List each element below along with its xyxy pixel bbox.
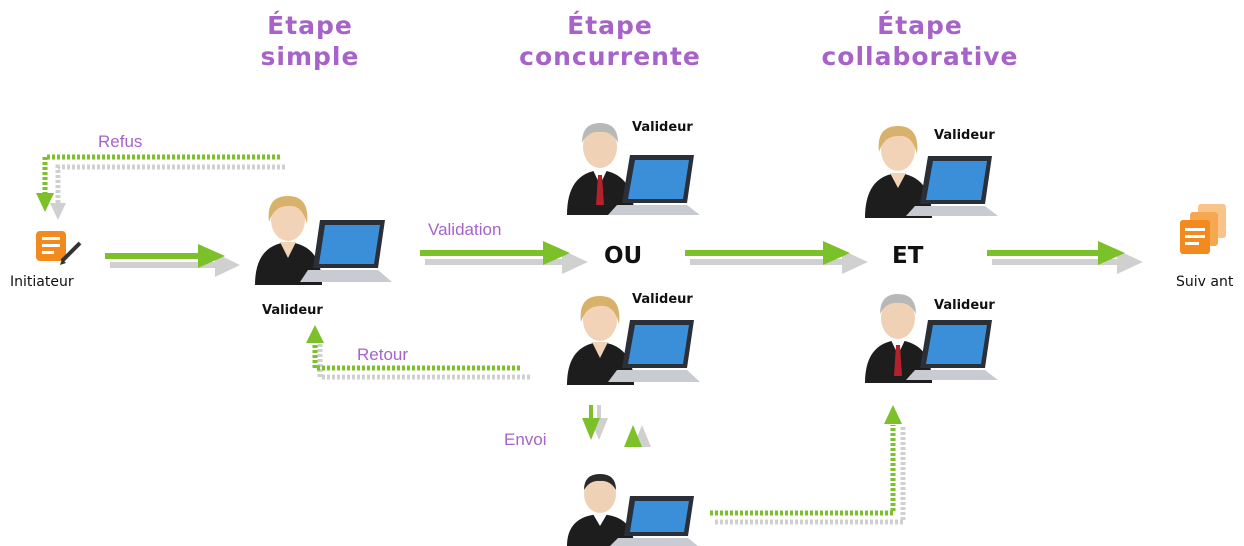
label-valideur-collaborative-top: Valideur: [934, 128, 995, 143]
label-retour: Retour: [357, 345, 409, 364]
label-suivant: Suiv ant: [1176, 274, 1234, 290]
stage-title-collaborative: Étape collaborative: [821, 11, 1019, 71]
label-valideur-concurrent-top: Valideur: [632, 120, 693, 135]
arrow-validation: [420, 241, 588, 274]
arrow-retour: [306, 325, 530, 380]
stage-title-simple: Étape simple: [260, 11, 360, 71]
stage-title-concurrent: Étape concurrente: [519, 11, 701, 71]
validator-man-laptop-icon: [865, 294, 998, 383]
validator-man-laptop-icon: [567, 123, 700, 215]
label-valideur-collaborative-bottom: Valideur: [934, 298, 995, 313]
user-man-laptop-icon: [567, 474, 698, 546]
operator-et: ET: [892, 243, 924, 269]
validator-woman-laptop-icon: [865, 126, 998, 218]
arrow-initiateur-to-valideur: [105, 244, 240, 277]
label-validation: Validation: [428, 220, 502, 239]
validator-woman-laptop-icon: [567, 296, 700, 385]
label-valideur-simple: Valideur: [262, 303, 323, 318]
arrow-refus: [36, 154, 285, 220]
arrow-et-to-suivant: [987, 241, 1143, 274]
arrow-ou-to-et: [685, 241, 868, 274]
arrow-bottom-to-collaborative: [710, 405, 906, 525]
label-initiateur: Initiateur: [10, 274, 74, 290]
label-envoi: Envoi: [504, 430, 547, 449]
validator-woman-laptop-icon: [255, 196, 392, 285]
label-refus: Refus: [98, 132, 143, 151]
documents-stack-icon: [1180, 204, 1226, 254]
document-pen-icon: [36, 231, 82, 265]
operator-ou: OU: [604, 243, 643, 269]
label-valideur-concurrent-bottom: Valideur: [632, 292, 693, 307]
arrow-envoi: [582, 405, 651, 447]
